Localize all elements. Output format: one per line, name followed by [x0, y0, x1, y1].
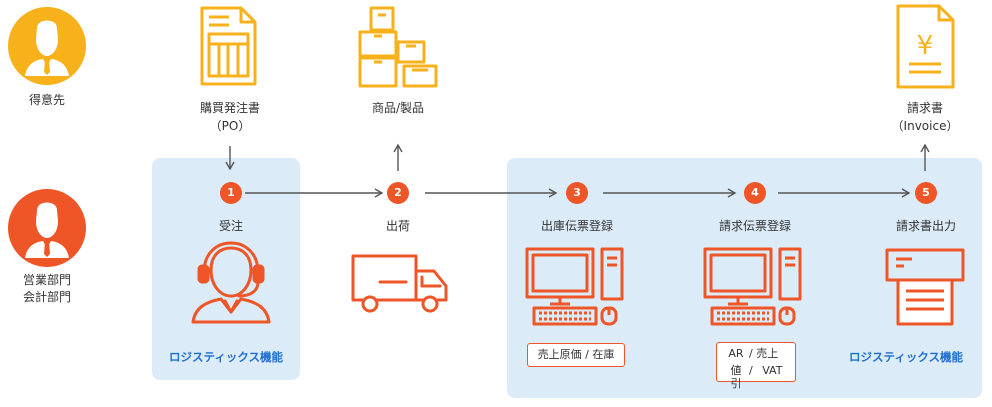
tag-vat-sep: / [749, 364, 753, 377]
tag-cogs-inventory: 売上原価 / 在庫 [527, 343, 625, 367]
invoice-label: 請求書 [906, 101, 943, 115]
delivery-truck-icon [351, 254, 448, 313]
staff-avatar-icon [8, 189, 86, 267]
step-badge-2: 2 [387, 182, 409, 204]
tag-ar-sales-discount-vat: AR 値引 / 売上 / VAT [716, 342, 796, 390]
tag-vat-text: VAT [762, 364, 783, 377]
step-label-order: 受注 [218, 219, 243, 233]
accounting-dept-label: 会計部門 [22, 290, 71, 304]
tag-discount-text: 値引 [730, 364, 742, 390]
step-label-invoice-slip: 請求伝票登録 [718, 219, 791, 233]
step-label-issue-slip: 出庫伝票登録 [540, 219, 613, 233]
logistics-function-label-left: ロジスティックス機能 [169, 350, 283, 364]
po-label-abbr: （PO） [209, 119, 251, 133]
computer-invoice-slip-icon [703, 247, 802, 326]
step-badge-1: 1 [220, 182, 242, 204]
goods-label: 商品/製品 [371, 101, 425, 115]
step-badge-3: 3 [566, 182, 588, 204]
customer-avatar-icon [8, 7, 86, 85]
tag-cogs-inventory-text: 売上原価 / 在庫 [537, 348, 615, 361]
step-label-invoice-output: 請求書出力 [895, 219, 956, 233]
goods-boxes-icon [358, 6, 438, 88]
purchase-order-icon [200, 6, 257, 86]
step-badge-5: 5 [915, 182, 937, 204]
customer-label: 得意先 [28, 93, 65, 107]
invoice-yen-icon: ¥ [896, 4, 955, 89]
sales-dept-label: 営業部門 [22, 273, 71, 287]
computer-issue-slip-icon [525, 247, 624, 326]
step-label-shipping: 出荷 [385, 219, 410, 233]
printer-icon [885, 248, 965, 326]
po-label: 購買発注書 [199, 101, 260, 115]
yen-symbol: ¥ [917, 31, 934, 61]
step-badge-4: 4 [744, 182, 766, 204]
invoice-label-en: （Invoice） [891, 119, 959, 133]
logistics-function-label-right: ロジスティックス機能 [849, 350, 963, 364]
tag-sales-text: / 売上 [749, 347, 779, 360]
tag-ar-text: AR [728, 347, 744, 360]
operator-headset-icon [191, 241, 271, 324]
